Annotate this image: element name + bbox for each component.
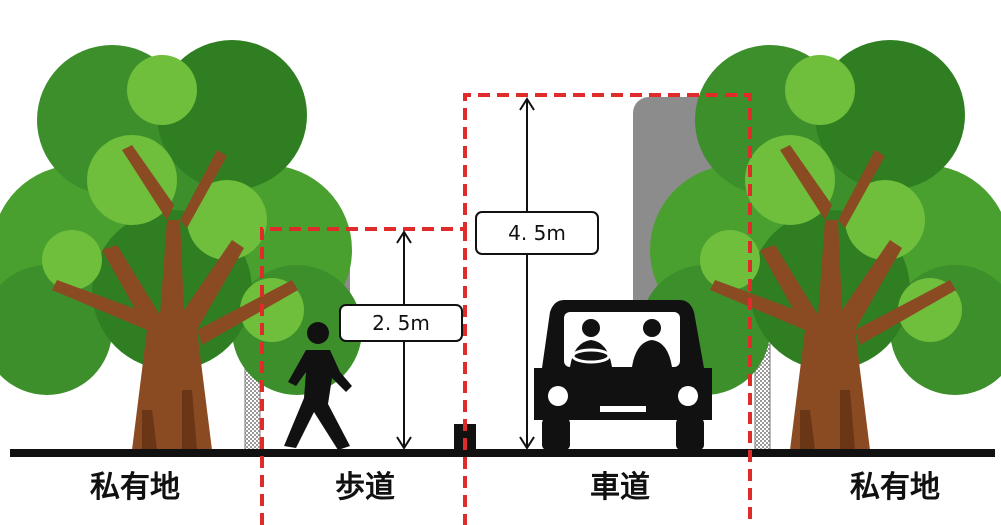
zone-label-private-left: 私有地: [90, 470, 180, 505]
dimension-arrow-roadway: [519, 97, 535, 450]
zone-label-sidewalk: 歩道: [335, 470, 395, 505]
zone-label-private-right: 私有地: [850, 470, 940, 505]
pedestrian-icon: [284, 322, 352, 450]
ground-line: [10, 449, 995, 457]
curb-block: [454, 424, 476, 451]
roadway-height-label: 4. 5m: [475, 211, 599, 255]
car-icon: [534, 300, 712, 450]
clearance-line: [260, 93, 752, 525]
sidewalk-height-label: 2. 5m: [339, 304, 463, 342]
zone-label-roadway: 車道: [590, 470, 650, 505]
